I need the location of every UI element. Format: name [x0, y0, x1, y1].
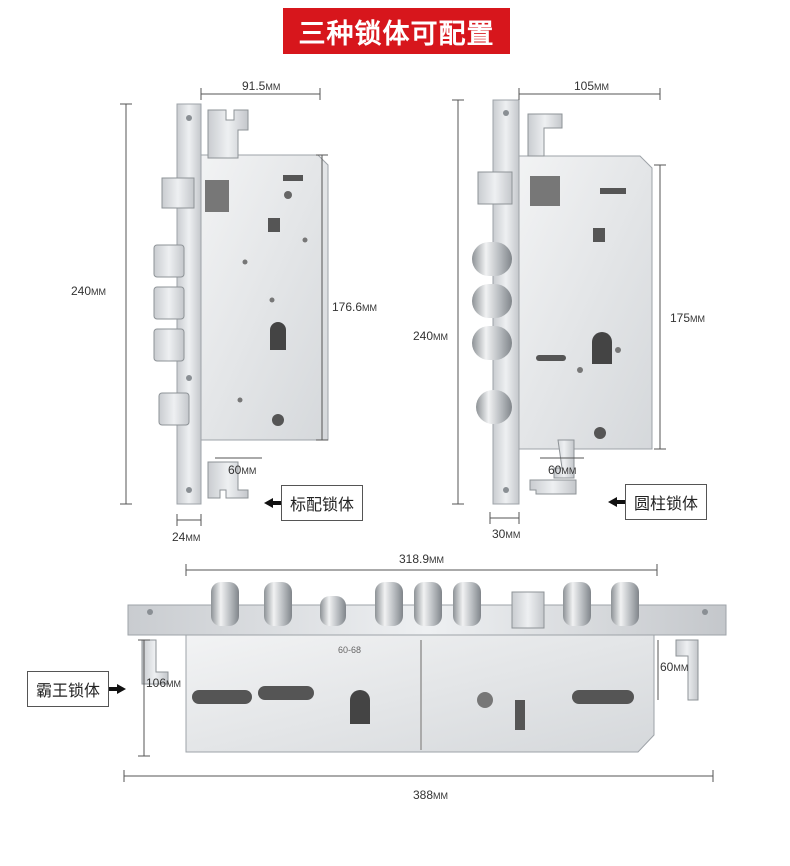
arrow-right-icon — [117, 684, 127, 694]
standard-faceplate-label: 24MM — [172, 530, 201, 544]
arrow-left-icon — [264, 498, 273, 508]
standard-total-height-label: 240MM — [71, 284, 107, 298]
heavy-height-label: 106MM — [146, 676, 182, 690]
cylinder-faceplate-label: 30MM — [492, 527, 521, 541]
heavy-width-label: 318.9MM — [399, 552, 445, 566]
heavy-lock-tag: 霸王锁体 — [27, 671, 127, 707]
standard-lock-name: 标配锁体 — [281, 485, 364, 521]
arrow-left-icon — [608, 497, 617, 507]
heavy-lock-illustration — [127, 582, 727, 753]
cylinder-width-label: 105MM — [574, 79, 610, 93]
standard-lock-illustration — [153, 103, 329, 505]
standard-lock-tag: 标配锁体 — [264, 485, 364, 521]
heavy-bolt-spacing-label: 60MM — [660, 660, 689, 674]
standard-width-label: 91.5MM — [242, 79, 281, 93]
heavy-total-length-label: 388MM — [413, 788, 449, 802]
heavy-lock-name: 霸王锁体 — [27, 671, 110, 707]
cylinder-case-height-label: 175MM — [670, 311, 706, 325]
standard-bolt-spacing-label: 60MM — [228, 463, 257, 477]
cylinder-bolt-spacing-label: 60MM — [548, 463, 577, 477]
standard-case-height-label: 176.6MM — [332, 300, 378, 314]
cylinder-lock-tag: 圆柱锁体 — [608, 484, 708, 520]
cylinder-lock-illustration — [472, 99, 653, 505]
cylinder-total-height-label: 240MM — [413, 329, 449, 343]
cylinder-lock-name: 圆柱锁体 — [625, 484, 708, 520]
page-title: 三种锁体可配置 — [283, 8, 510, 54]
heavy-lock-stamp: 60-68 — [338, 645, 361, 655]
